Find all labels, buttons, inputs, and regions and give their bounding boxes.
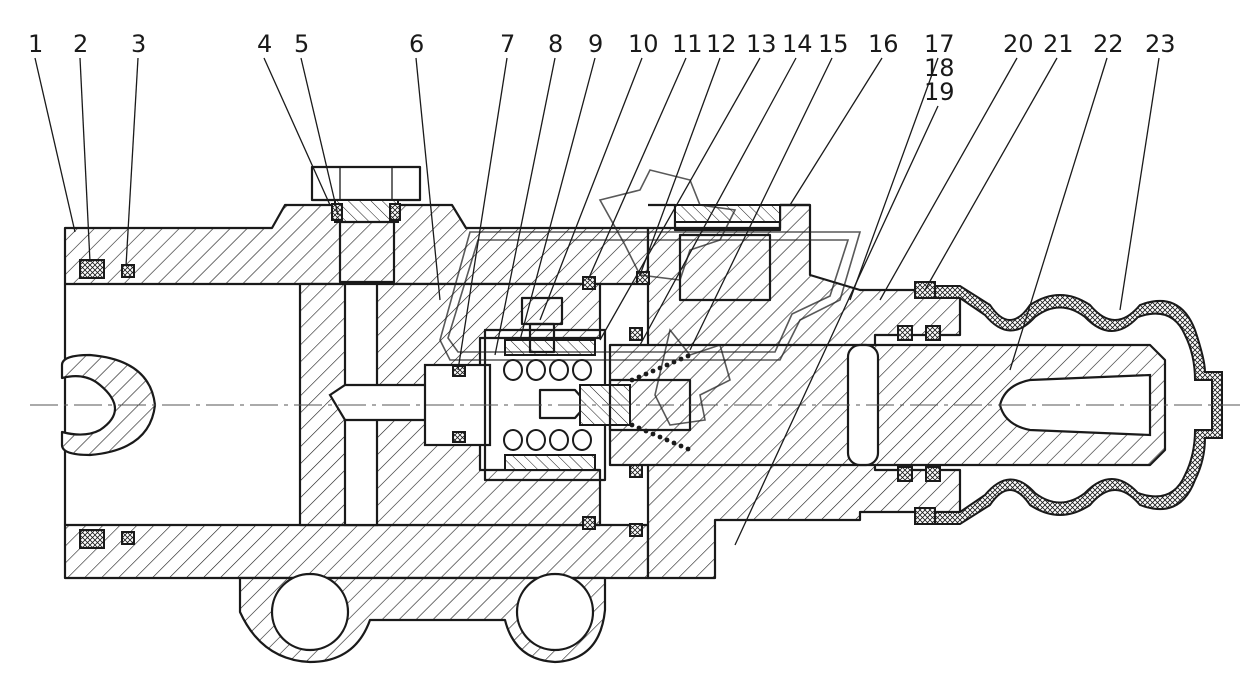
leader-17 [849,57,939,301]
leader-lines [34,57,1160,546]
leader-7 [457,57,508,371]
leader-20 [879,57,1018,301]
ball [671,440,677,446]
callout-18: 18 [924,54,955,82]
callout-22: 22 [1093,30,1124,58]
spring-coil [572,429,592,451]
leader-19 [734,105,939,546]
spring-coil [503,429,523,451]
spring-coil [526,359,546,381]
callout-9: 9 [588,30,603,58]
leader-1 [34,57,76,233]
spring-coil [572,359,592,381]
ball [643,428,649,434]
callout-17: 17 [924,30,955,58]
callout-15: 15 [818,30,849,58]
ball [636,374,642,380]
callout-3: 3 [131,30,146,58]
callout-21: 21 [1043,30,1074,58]
spring-coil [503,359,523,381]
leader-2 [79,57,91,263]
leader-22 [1009,57,1108,371]
callout-6: 6 [409,30,424,58]
leader-23 [1119,57,1160,311]
ball [636,425,642,431]
ball [629,422,635,428]
callout-4: 4 [257,30,272,58]
leader-16 [789,57,883,206]
spring-coil [549,359,569,381]
leader-9 [519,57,596,341]
leader-14 [639,57,797,346]
ball [685,446,691,452]
ball [678,443,684,449]
callout-1: 1 [28,30,43,58]
leader-8 [494,57,556,356]
rubber-boot [934,285,1223,525]
callout-5: 5 [294,30,309,58]
spring-coil [549,429,569,451]
callout-13: 13 [746,30,777,58]
leader-13 [599,57,761,341]
leader-4 [263,57,331,206]
leader-21 [924,57,1058,291]
ball [629,377,635,383]
end-cup [60,353,157,457]
ball [650,368,656,374]
leader-6 [415,57,441,301]
callout-10: 10 [628,30,659,58]
callout-11: 11 [672,30,703,58]
cylinder-housing [63,203,962,664]
callout-7: 7 [500,30,515,58]
watermark-logo [439,169,862,426]
leader-3 [125,57,139,267]
push-rod [538,343,1167,467]
ball [643,371,649,377]
ball-bearing-row [629,353,691,452]
leader-10 [539,57,643,321]
callout-2: 2 [73,30,88,58]
leader-11 [587,57,687,281]
leader-12 [639,57,721,276]
callout-16: 16 [868,30,899,58]
ball [664,437,670,443]
spring-coil [526,429,546,451]
callout-8: 8 [548,30,563,58]
leader-15 [689,57,833,351]
leader-5 [300,57,339,216]
ball [657,434,663,440]
ball [664,362,670,368]
rod-seals [897,281,941,525]
ball [650,431,656,437]
callout-23: 23 [1145,30,1176,58]
callout-12: 12 [706,30,737,58]
callout-19: 19 [924,78,955,106]
callout-20: 20 [1003,30,1034,58]
callout-14: 14 [782,30,813,58]
